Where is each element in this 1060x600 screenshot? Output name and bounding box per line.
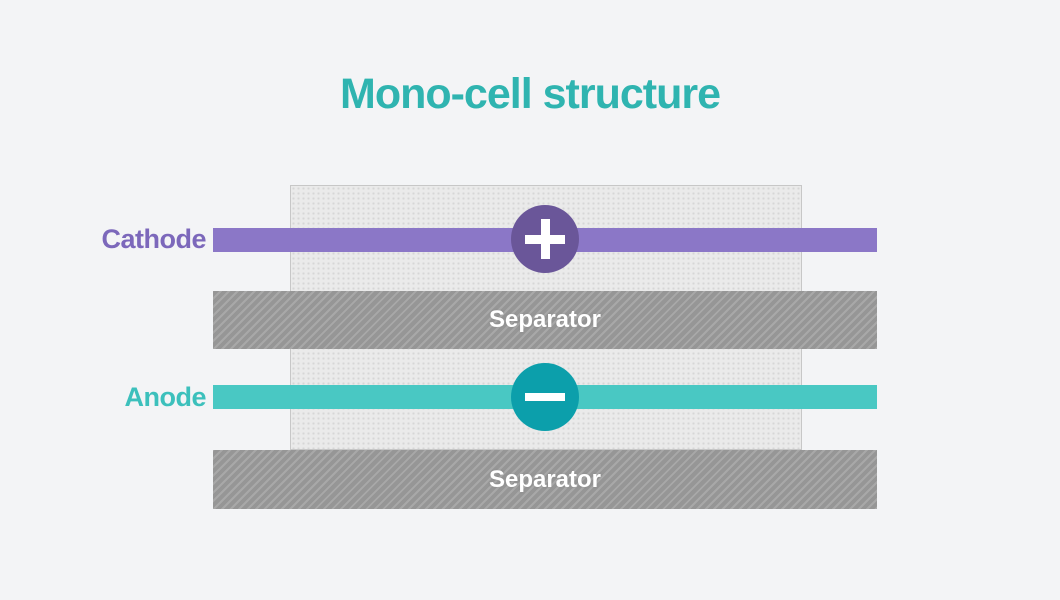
plus-icon <box>525 219 565 259</box>
cathode-polarity-badge <box>511 205 579 273</box>
separator-bottom-label: Separator <box>488 465 602 493</box>
anode-label: Anode <box>124 382 207 412</box>
anode-polarity-badge <box>511 363 579 431</box>
page-title: Mono-cell structure <box>340 70 721 118</box>
separator-bottom: Separator <box>213 450 877 509</box>
separator-top: Separator <box>213 291 877 349</box>
separator-top-label: Separator <box>488 306 602 333</box>
minus-icon <box>525 377 565 417</box>
cathode-label: Cathode <box>101 224 207 254</box>
